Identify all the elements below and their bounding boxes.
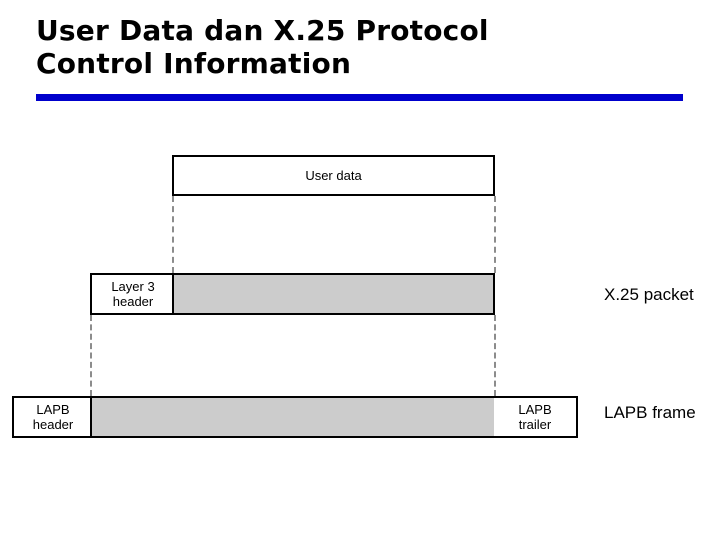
dash-line-user-data-left [172,196,174,273]
x25-payload-box [172,273,495,315]
dash-line-x25-right [494,315,496,396]
dash-line-x25-left [90,315,92,396]
lapb-trailer-box: LAPB trailer [494,396,578,438]
dash-line-user-data-right [494,196,496,273]
user-data-box: User data [172,155,495,196]
page-title: User Data dan X.25 Protocol Control Info… [36,14,489,80]
lapb-payload-box [90,396,496,438]
lapb-frame-label: LAPB frame [604,403,696,422]
title-underline-rule [36,94,683,101]
lapb-header-box: LAPB header [12,396,92,438]
layer3-header-box: Layer 3 header [90,273,174,315]
x25-packet-label: X.25 packet [604,285,694,304]
